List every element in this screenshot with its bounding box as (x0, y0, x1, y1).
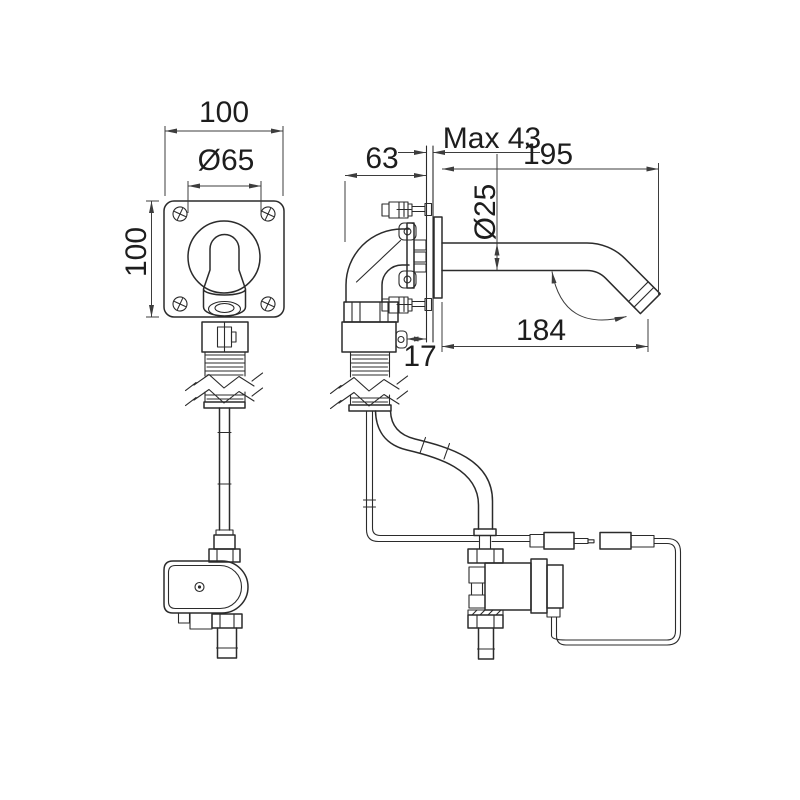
screw-top-left-icon (172, 206, 188, 222)
elbow-body (345, 228, 410, 303)
hose-tail (478, 534, 492, 550)
male-connector-body (543, 531, 575, 550)
male-connector-sleeve (529, 533, 545, 548)
wall-flange-side (433, 216, 443, 299)
valve-outlet-pipe (477, 627, 495, 660)
male-connector-pin-tip (587, 539, 595, 544)
dimension-text: 100 (199, 96, 249, 129)
extension-lines (164, 126, 284, 196)
inlet-hose (374, 410, 494, 530)
hex-nut-flats (351, 301, 389, 323)
outlet-nut-front (211, 613, 243, 629)
threads-lower-side (349, 394, 391, 406)
pipe-joint-ticks-front (217, 431, 232, 485)
control-unit-tab-small (177, 612, 191, 624)
pipe-break-front (184, 372, 264, 407)
valve-thread-hatch (471, 609, 502, 616)
spout-front (202, 233, 247, 317)
aerator-front (214, 302, 235, 314)
male-connector-pin (573, 537, 589, 545)
hose-flange (473, 528, 497, 537)
wall-nipple-threads (413, 239, 427, 273)
side-view: Max 43 195 63 Ø25 184 17 (329, 122, 682, 660)
front-view: 100 Ø65 100 (120, 96, 285, 659)
female-connector-boot (630, 534, 655, 548)
valve-body-side (341, 321, 397, 353)
dimension-text: Ø25 (469, 184, 502, 241)
valve-cable-socket (546, 607, 561, 618)
dim-spout-projection: 184 (441, 302, 649, 352)
dimension-text: 195 (523, 138, 573, 171)
spout-profile (441, 242, 661, 315)
wall-section-lines (425, 145, 434, 343)
valve-top-nut (467, 548, 504, 564)
spout-side (441, 242, 661, 315)
spout-outlet-rim (207, 300, 242, 318)
cable-connectors (529, 531, 655, 550)
screw-bottom-left-icon (172, 296, 188, 312)
dimension-text: 100 (120, 227, 153, 277)
indicator-dot (197, 585, 202, 589)
valve-boss-tab (230, 331, 237, 343)
dim-plate-width: 100 (164, 96, 284, 196)
female-connector-body (599, 531, 632, 550)
elbow-miter-line (355, 239, 402, 283)
hose-joint-ticks (419, 436, 451, 460)
solenoid-valve-side (467, 548, 564, 660)
anchor-screw-bottom (381, 296, 433, 314)
bracket-hole-bottom (403, 275, 412, 284)
screw-top-right-icon (260, 206, 276, 222)
outlet-nut-flats-front (219, 613, 235, 629)
threads-upper-side (349, 351, 391, 378)
supply-pipe-front (218, 407, 231, 531)
body-ear-hole (397, 335, 405, 344)
aerator-bands (627, 281, 655, 308)
valve-bottom-nut (467, 614, 504, 629)
valve-cable-loop (550, 537, 682, 646)
dim-wall-thickness: Max 43 (398, 122, 541, 155)
threads-upper-front (204, 351, 246, 377)
screw-bottom-right-icon (260, 296, 276, 312)
solenoid-flange-ring (530, 558, 548, 614)
dim-bracket-offset: 17 (403, 336, 437, 373)
bracket-ear-top (398, 222, 417, 241)
solenoid-end-cap (546, 564, 564, 609)
dimension-text: 184 (516, 314, 566, 347)
dimension-text: Ø65 (198, 144, 255, 177)
dim-escutcheon-diameter: Ø65 (187, 144, 262, 213)
dim-spout-diameter: Ø25 (469, 154, 502, 270)
cable-sleeve-ticks (362, 499, 377, 508)
union-nut-flats-front (216, 548, 234, 563)
pipe-collar-front (213, 534, 236, 550)
control-unit-outline (163, 560, 249, 614)
outlet-angle-leader (551, 271, 627, 322)
thread-flange-front (203, 401, 246, 409)
control-unit-inner-outline (167, 564, 243, 610)
thread-flange-side (348, 404, 392, 412)
valve-bottom-nut-flats (476, 614, 495, 629)
indicator-ring (194, 581, 205, 593)
valve-top-nut-flats (476, 548, 495, 564)
bracket-hole-top (403, 227, 412, 236)
dim-concealed-depth: 63 (344, 142, 426, 242)
pipe-break-side (329, 375, 409, 410)
dim-plate-height: 100 (120, 200, 159, 318)
valve-inlet-fittings (468, 566, 486, 609)
union-nut-front (208, 548, 241, 563)
bracket-ear-bottom (398, 270, 417, 289)
escutcheon-circle (187, 220, 261, 294)
outlet-pipe-front (216, 627, 238, 659)
control-unit-front (163, 560, 249, 614)
dimension-text: 63 (365, 142, 398, 175)
elbow-assembly (345, 222, 427, 303)
threads-lower-front (204, 391, 246, 403)
solenoid-coil-body (484, 562, 532, 611)
control-unit-tab-large (189, 612, 213, 630)
dimension-text: Max 43 (443, 122, 541, 155)
dimension-text: 17 (403, 340, 436, 373)
sensor-cable (365, 410, 531, 543)
dim-overall-length: 195 (442, 138, 659, 296)
anchor-screw-top (381, 201, 433, 219)
